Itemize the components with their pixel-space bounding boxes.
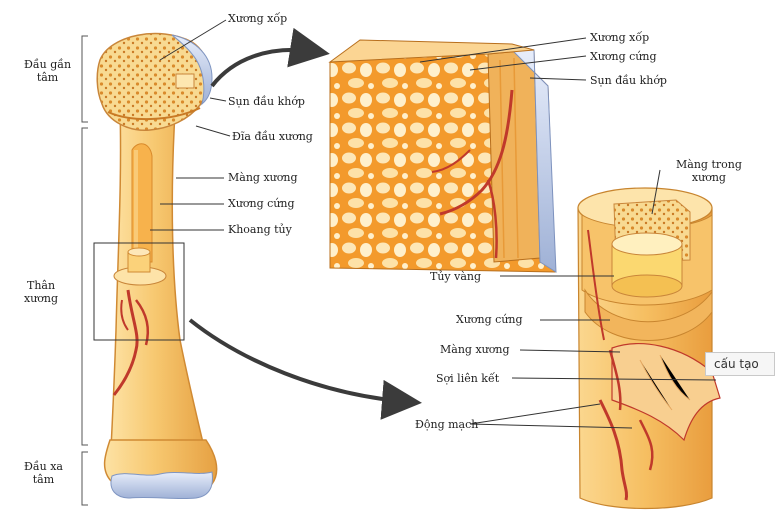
left-brackets: [81, 35, 88, 506]
periosteum-flap: [611, 343, 721, 442]
label-than-xuong: Thân xương: [24, 279, 59, 305]
proximal-head: [96, 32, 211, 131]
head-notch: [175, 73, 195, 89]
label-dong-mach: Động mạch: [415, 418, 479, 431]
label-dau-xa-tam: Đầu xa tâm: [24, 460, 63, 486]
label-section-xuong-cung: Xương cứng: [456, 313, 523, 326]
label-soi-lien-ket: Sợi liên kết: [436, 372, 500, 385]
label-khoang-tuy: Khoang tủy: [228, 223, 292, 236]
section-artery: [598, 399, 628, 501]
arrow-to-section: [188, 318, 422, 420]
label-mang-trong-xuong: Màng trong xương: [676, 158, 742, 184]
distal-cartilage: [110, 471, 213, 500]
closeup-artery: [439, 89, 514, 216]
label-section-mang-xuong: Màng xương: [440, 343, 510, 356]
label-dia-dau-xuong: Đĩa đầu xương: [232, 130, 313, 143]
long-bone: [93, 32, 218, 500]
shaft-section-3d: [577, 187, 721, 510]
label-dau-gan-tam: Đầu gần tâm: [24, 58, 72, 84]
bone-shaft: [109, 107, 211, 473]
spongy-bone-closeup: [328, 39, 557, 273]
detail-box: [93, 242, 185, 341]
label-tuy-vang: Tủy vàng: [430, 270, 482, 283]
label-closeup-xuong-xop: Xương xốp: [590, 31, 650, 44]
label-mang-xuong: Màng xương: [228, 171, 298, 184]
label-sun-dau-khop: Sụn đầu khớp: [228, 95, 305, 108]
hover-tooltip: cấu tạo: [705, 352, 775, 376]
epiphyseal-disc: [107, 107, 201, 120]
label-closeup-sun-dau-khop: Sụn đầu khớp: [590, 74, 667, 87]
leader-lines: [150, 19, 717, 429]
label-xuong-xop: Xương xốp: [228, 12, 288, 25]
label-xuong-cung: Xương cứng: [228, 197, 295, 210]
label-closeup-xuong-cung: Xương cứng: [590, 50, 657, 63]
arrow-to-closeup: [210, 27, 330, 88]
articular-cartilage: [171, 34, 213, 106]
shaft-artery: [112, 289, 139, 396]
